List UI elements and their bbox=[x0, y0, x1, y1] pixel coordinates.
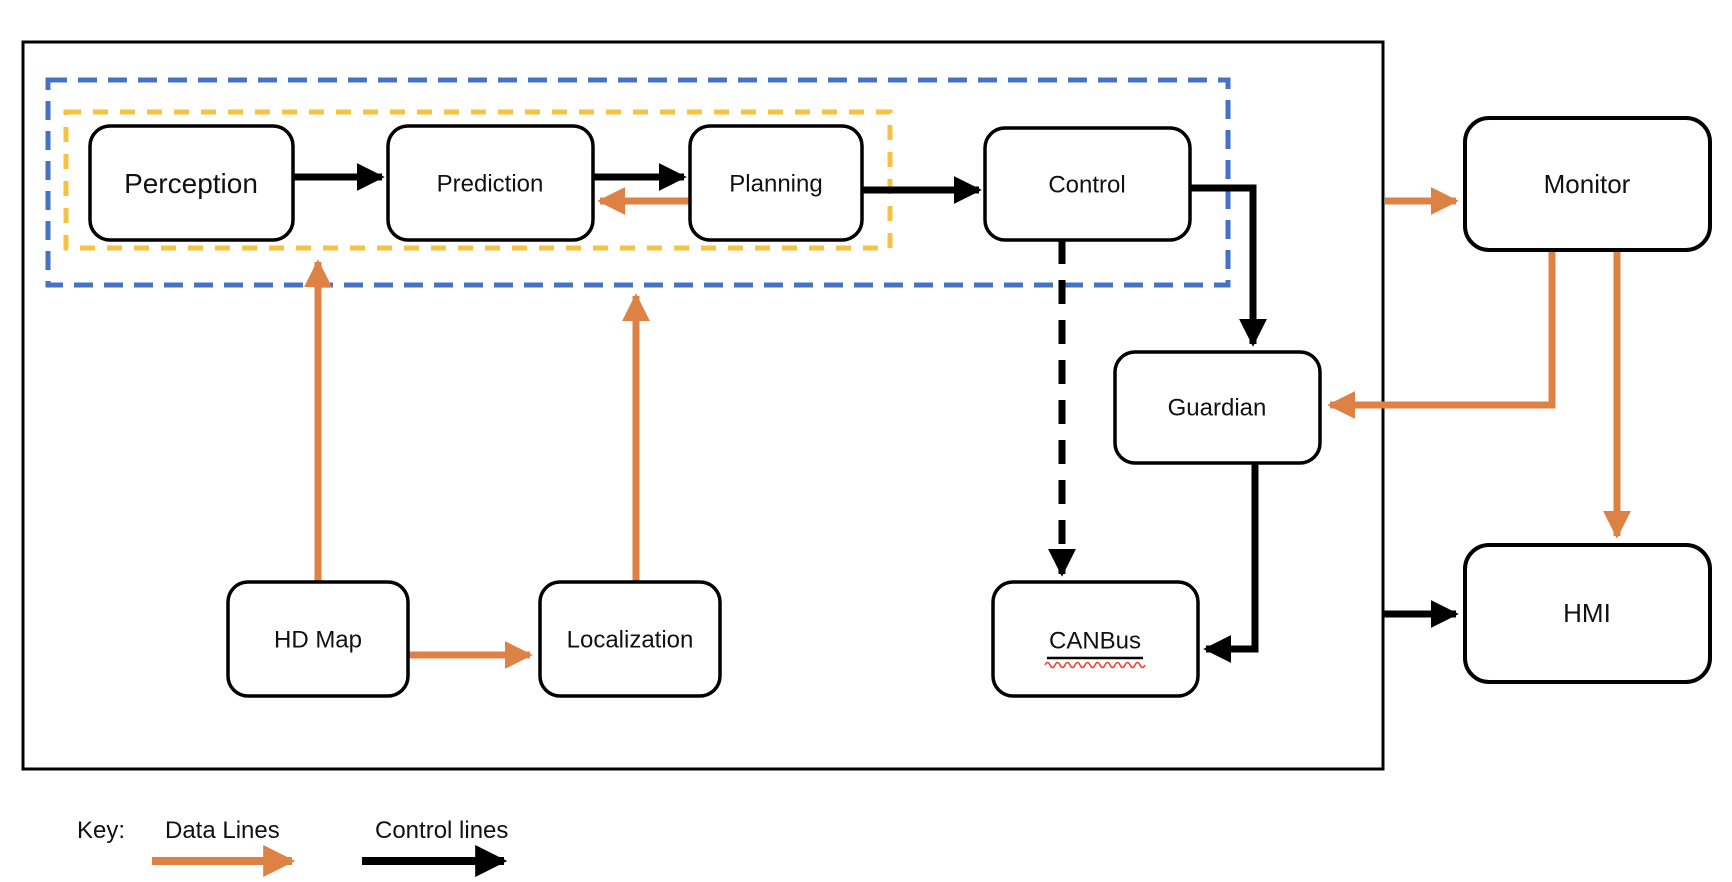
edge-monitor-to-guardian bbox=[1327, 252, 1556, 419]
node-monitor-box bbox=[1463, 116, 1712, 252]
legend-control-lines-label: Control lines bbox=[375, 817, 508, 844]
node-monitor: Monitor bbox=[1463, 116, 1712, 252]
legend: Key: Data Lines Control lines bbox=[77, 817, 508, 877]
node-guardian: Guardian bbox=[1113, 350, 1322, 465]
node-hd-map-label: HD Map bbox=[274, 626, 362, 653]
node-guardian-box bbox=[1113, 350, 1322, 465]
node-hmi-box bbox=[1463, 543, 1712, 684]
node-localization-label: Localization bbox=[567, 626, 694, 653]
node-control: Control bbox=[983, 126, 1192, 242]
node-perception: Perception bbox=[88, 124, 295, 242]
node-localization: Localization bbox=[538, 580, 722, 698]
node-hd-map: HD Map bbox=[226, 580, 410, 698]
node-planning-label: Planning bbox=[729, 170, 822, 197]
yellow-dashed-group bbox=[63, 109, 893, 251]
legend-data-lines-label: Data Lines bbox=[165, 817, 280, 844]
node-prediction: Prediction bbox=[386, 124, 595, 242]
edge-guardian-to-canbus bbox=[1203, 463, 1259, 663]
node-planning-box bbox=[688, 124, 864, 242]
node-hd-map-box bbox=[226, 580, 410, 698]
node-localization-box bbox=[538, 580, 722, 698]
legend-key-label: Key: bbox=[77, 817, 125, 844]
edge-control-to-guardian bbox=[1190, 184, 1267, 347]
node-guardian-label: Guardian bbox=[1168, 394, 1267, 421]
node-canbus-box bbox=[991, 580, 1200, 698]
canbus-spellcheck-squiggle-icon bbox=[1044, 661, 1146, 669]
node-hmi: HMI bbox=[1463, 543, 1712, 684]
node-canbus-label: CANBus bbox=[1049, 627, 1141, 654]
node-control-label: Control bbox=[1048, 171, 1125, 198]
node-perception-label: Perception bbox=[124, 168, 258, 199]
node-monitor-label: Monitor bbox=[1544, 169, 1631, 199]
node-perception-box bbox=[88, 124, 295, 242]
node-prediction-box bbox=[386, 124, 595, 242]
node-canbus: CANBus bbox=[991, 580, 1200, 698]
node-planning: Planning bbox=[688, 124, 864, 242]
node-prediction-label: Prediction bbox=[437, 170, 544, 197]
node-hmi-label: HMI bbox=[1563, 598, 1611, 628]
node-control-box bbox=[983, 126, 1192, 242]
